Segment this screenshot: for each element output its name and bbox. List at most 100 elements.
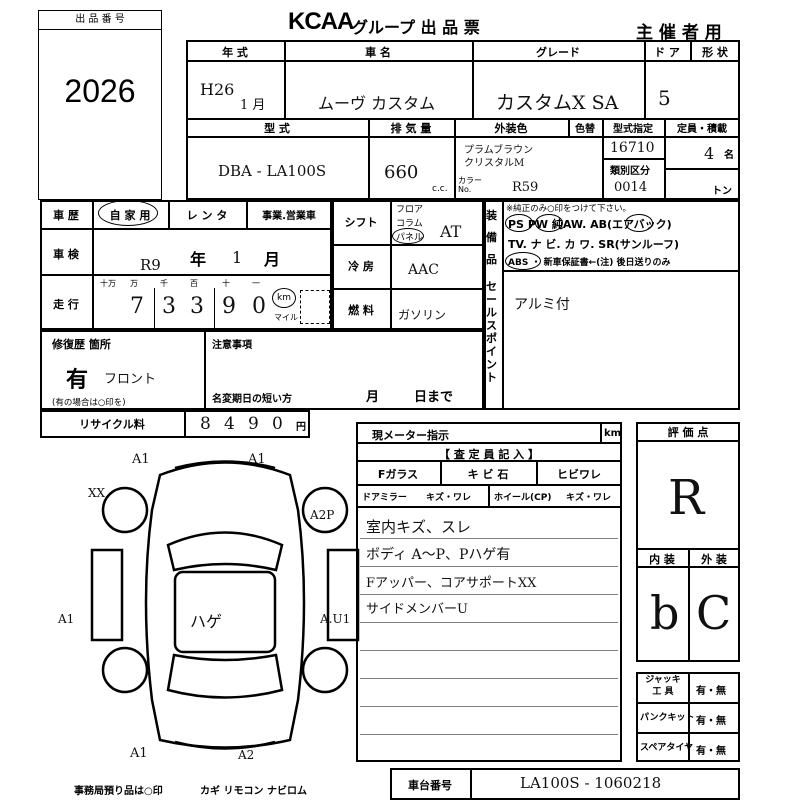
model-table <box>186 118 740 200</box>
shift-value: AT <box>440 222 462 241</box>
meter-label: 現メーター指示 <box>372 429 449 442</box>
selling-point-label: セールスポイント <box>486 280 497 384</box>
crack-label: ヒビワレ <box>557 468 601 481</box>
lot-number: 2026 <box>64 73 136 109</box>
inspector-comment-4: サイドメンバーU <box>366 602 468 617</box>
model-value: DBA - LA100S <box>218 162 327 180</box>
history-label: 車 歴 <box>53 209 79 222</box>
class-label: 類別区分 <box>610 166 650 177</box>
inspector-table <box>356 422 622 762</box>
equipment-note: ※純正のみ○印をつけて下さい。 <box>506 204 632 214</box>
recycle-digit-1: 8 <box>200 414 211 434</box>
interior-score: b <box>650 586 680 640</box>
organizer-label: 主 催 者 用 <box>636 23 722 43</box>
notes-label: 注意事項 <box>212 340 252 351</box>
mileage-label: 走 行 <box>53 298 79 311</box>
history-business: 事業.営業車 <box>262 211 316 222</box>
mile-label: マイル <box>274 313 298 322</box>
form-title: グループ 出 品 票 <box>352 18 480 37</box>
ton-unit: トン <box>712 186 732 197</box>
cooling-value: AAC <box>408 262 439 278</box>
name-change-day: 日まで <box>414 390 454 405</box>
door-value: 5 <box>658 86 671 110</box>
interior-label: 内 装 <box>649 553 675 566</box>
year-header: 年 式 <box>222 46 248 59</box>
diagram-mark-7: ハゲ <box>190 612 223 631</box>
office-items: カギ リモコン ナビロム <box>200 786 307 797</box>
grade-header: グレード <box>536 46 580 59</box>
displacement-header: 排 気 量 <box>390 122 432 135</box>
diagram-mark-3: XX <box>88 486 106 500</box>
diagram-mark-5: A1 <box>58 612 75 626</box>
door-header: ド ア <box>654 46 680 59</box>
name-change-month: 月 <box>366 390 380 405</box>
wheel-status: キズ・ワレ <box>566 493 612 503</box>
model-header: 型 式 <box>264 122 290 135</box>
capacity-value: 4 <box>704 144 715 163</box>
meter-km: km <box>604 428 622 439</box>
diagram-mark-1: A1 <box>132 452 150 467</box>
repair-label: 修復歴 箇所 <box>52 338 111 351</box>
exterior-color-header: 外装色 <box>494 122 528 135</box>
repair-value: 有 <box>66 368 89 393</box>
lot-number-box: 出 品 番 号 2026 <box>38 10 162 200</box>
cc-unit: c.c. <box>432 184 448 194</box>
jack-label: ジャッキ 工 具 <box>645 675 681 697</box>
cooling-label: 冷 房 <box>348 260 374 273</box>
displacement-value: 660 <box>384 162 419 183</box>
chassis-value: LA100S - 1060218 <box>520 774 662 792</box>
score-label: 評 価 点 <box>667 426 709 439</box>
spec-table <box>332 200 484 330</box>
exterior-label: 外 装 <box>701 553 727 566</box>
shape-header: 形 状 <box>702 46 728 59</box>
km-circle: km <box>272 288 296 308</box>
shift-column: コラム <box>396 219 423 229</box>
shift-label: シフト <box>344 216 378 229</box>
spare-tire-yesno: 有・無 <box>696 746 726 757</box>
diagram-mark-6: A.U1 <box>320 612 351 626</box>
car-name-value: ムーヴ カスタム <box>318 94 436 113</box>
score-value: R <box>668 470 705 526</box>
color-value: プラムブラウン クリスタルM <box>464 145 534 169</box>
chassis-table <box>390 768 740 800</box>
mileage-extra-box <box>300 290 330 324</box>
exterior-score: C <box>696 586 732 640</box>
color-number: R59 <box>512 180 539 195</box>
mileage-digit-2: 3 <box>162 294 176 319</box>
inspection-label: 車 検 <box>53 248 79 261</box>
fglass-label: Fガラス <box>377 468 419 481</box>
inspector-label: 【 査 定 員 記 入 】 <box>439 448 539 461</box>
type-designation-header: 型式指定 <box>613 124 653 135</box>
fuel-label: 燃 料 <box>348 304 374 317</box>
spare-tire-label: スペアタイヤ <box>640 743 694 753</box>
recycle-digit-2: 4 <box>224 414 235 434</box>
inspection-year-value: R9 <box>140 256 161 274</box>
diagram-mark-8: A1 <box>130 746 148 761</box>
name-change-label: 名変期日の短い方 <box>212 394 292 405</box>
type-designation-value: 16710 <box>610 140 655 156</box>
puncture-kit-label: パンクキット <box>640 713 695 723</box>
inspector-comment-3: Fアッパー、コアサポートXX <box>366 576 537 591</box>
recycle-yen: 円 <box>296 422 306 433</box>
year-value: H26 <box>200 80 235 99</box>
puncture-kit-yesno: 有・無 <box>696 716 726 727</box>
capacity-header: 定員・積載 <box>677 124 727 135</box>
diagram-mark-9: A2 <box>238 748 255 762</box>
year-month: 1 月 <box>240 98 266 113</box>
kcaa-logo: KCAA <box>288 8 354 35</box>
history-table <box>40 200 332 330</box>
equipment-table <box>484 200 740 410</box>
door-mirror-status: キズ・ワレ <box>426 493 472 503</box>
equipment-row-3: ABS ・ 新車保証書←(注) 後日送りのみ <box>508 258 671 268</box>
office-items-label: 事務局預り品は○印 <box>74 786 163 797</box>
repair-table <box>40 330 484 410</box>
inspection-month-label: 月 <box>264 250 281 269</box>
class-value: 0014 <box>614 180 648 195</box>
shift-floor: フロア <box>396 205 424 215</box>
mileage-digit-4: 9 <box>222 294 236 319</box>
jack-yesno: 有・無 <box>696 686 726 697</box>
inspector-comment-1: 室内キズ、スレ <box>366 518 472 536</box>
grade-value: カスタムX SA <box>496 92 619 114</box>
diagram-mark-4: A2P <box>310 508 335 522</box>
recycle-digit-4: 0 <box>272 414 283 434</box>
